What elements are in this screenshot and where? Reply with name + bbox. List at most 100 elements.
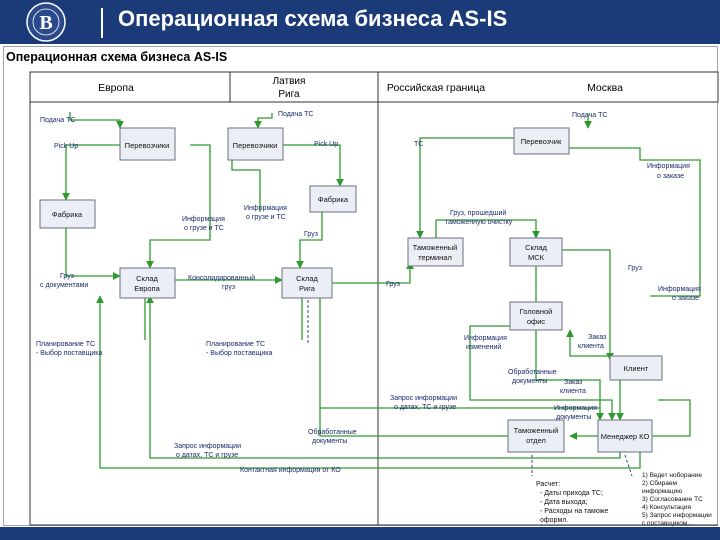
arrow-ko-loop [650, 399, 691, 437]
header-bar: B Операционная схема бизнеса AS-IS [0, 0, 720, 44]
arrow-cargo-info-eu [146, 144, 211, 269]
label-order-info-1: Информация [647, 163, 690, 170]
note-manager-line-2: 2) Сбираем [642, 479, 677, 487]
box-head-office-label-1: Головной [520, 307, 553, 316]
label-changes-info-2: изменений [466, 343, 501, 351]
arrow-processed-docs [535, 326, 604, 421]
label-docs-info-2: документы [556, 414, 591, 421]
label-request-info-b-2: о датах, ТС и грузе [176, 452, 238, 459]
label-pickup-eu: Pick Up [54, 143, 78, 150]
label-processed-docs-b-1: Обработанные [308, 428, 357, 436]
arrow-factory-to-wh-eu [65, 218, 121, 280]
flow-arrows [62, 112, 701, 469]
note-calc-line-1: Расчет: [536, 481, 560, 488]
box-forwarder-eu-label: Перевозчики [125, 141, 170, 150]
note-manager-line-6: 5) Запрос информации [642, 512, 712, 519]
label-client-order-2: клиента [578, 343, 604, 350]
box-carrier-msk-label: Перевозчик [521, 137, 562, 146]
label-cargo-lv: Груз [304, 231, 318, 238]
label-plan-lv-1: Планирование ТС [206, 341, 265, 348]
label-processed-docs-1: Обработанные [508, 368, 557, 376]
label-plan-eu-2: - Выбор поставщика [36, 349, 103, 357]
label-cargo-docs-2: с документами [40, 282, 88, 289]
label-processed-docs-b-2: документы [312, 438, 347, 445]
svg-text:B: B [39, 12, 52, 34]
page-title: Операционная схема бизнеса AS-IS [118, 6, 508, 31]
box-customs-terminal-label-1: Таможенный [413, 243, 458, 252]
column-border: Российская граница [387, 82, 485, 94]
box-forwarder-eu [119, 127, 176, 161]
label-tc-request-eu: Подача ТС [40, 117, 75, 124]
box-wh-msk-label-1: Склад [525, 243, 547, 252]
label-docs-info-1: Информация [554, 405, 597, 412]
box-wh-msk [509, 237, 563, 267]
diagram-title: Операционная схема бизнеса AS-IS [6, 50, 228, 64]
label-order-info-b-2: о заказе [672, 295, 699, 302]
university-logo: B [26, 2, 66, 42]
label-pickup-lv: Pick Up [314, 141, 338, 148]
box-wh-europe-label-2: Европа [134, 284, 160, 293]
box-wh-riga-label-2: Рига [299, 284, 316, 293]
header-divider [101, 8, 103, 38]
box-head-office-label-2: офис [527, 317, 546, 326]
box-customs-terminal-label-2: терминал [418, 253, 452, 262]
box-factory-lv-label: Фабрика [318, 195, 349, 204]
note-calc-line-4: - Расходы на таможе [540, 508, 608, 515]
arrow-contact-info [96, 295, 641, 469]
note-calc-line-3: - Дата выхода; [540, 499, 588, 506]
column-latvia: Латвия [273, 76, 306, 87]
arrow-pickup-lv [282, 144, 344, 187]
label-tc: ТС [414, 141, 423, 148]
box-customs-dept [507, 419, 565, 453]
label-cleared-2: таможенную очистку [445, 219, 513, 226]
note-manager-line-5: 4) Консультация [642, 504, 691, 511]
box-customs-terminal [407, 237, 464, 267]
column-header-band [29, 71, 719, 103]
label-cargo-info-lv-1: Информация [244, 205, 287, 212]
box-factory-eu [39, 199, 96, 229]
note-manager-line-1: 1) Ведет ноборание [642, 471, 702, 479]
arrow-tc-request-eu [69, 112, 124, 129]
column-europe: Европа [98, 82, 134, 94]
label-tc-request-lv: Подача ТС [278, 111, 313, 118]
label-order-info-b-1: Информация [658, 286, 701, 293]
column-moscow: Москва [587, 82, 623, 94]
arrow-msk-to-client [560, 249, 614, 361]
arrow-client-order [566, 329, 610, 357]
box-wh-riga [281, 267, 333, 299]
label-request-info-b-1: Запрос информации [174, 443, 241, 450]
label-changes-info-1: Информация [464, 335, 507, 342]
arrow-processed-docs-b [316, 289, 508, 437]
note-manager-line-3: информацию [642, 488, 682, 495]
label-cargo-border: Груз [386, 281, 400, 288]
label-cargo-info-lv-2: о грузе и ТС [246, 214, 286, 221]
box-customs-dept-label-1: Таможенный [514, 426, 559, 435]
label-contact-info: Контактная информация от КО [240, 467, 341, 474]
label-plan-lv-2: - Выбор поставщика [206, 349, 273, 357]
note-calc-line-2: - Даты прихода ТС; [540, 490, 603, 497]
dashed-links [307, 300, 633, 477]
arrow-changes-info [469, 325, 616, 421]
arrow-cargo-lv [296, 208, 323, 269]
label-consolidated-2: груз [222, 284, 235, 291]
label-cargo-docs-1: Груз [60, 273, 74, 280]
label-client-order-b-1: Заказ [564, 379, 582, 386]
label-request-info-1: Запрос информации [390, 395, 457, 402]
arrow-riga-to-customs [330, 261, 414, 284]
box-ko-manager [597, 419, 653, 453]
label-consolidated-1: Консолидированный [188, 274, 255, 282]
box-carrier-msk [513, 127, 570, 155]
box-customs-dept-label-2: отдел [526, 436, 546, 445]
label-cargo-msk: Груз [628, 265, 642, 272]
label-client-order-b-2: клиента [560, 388, 586, 395]
note-manager-line-4: 3) Согласование ТС [642, 496, 703, 503]
box-client [609, 355, 663, 381]
label-cargo-info-eu-2: о грузе и ТС [184, 225, 224, 232]
column-riga: Рига [278, 89, 300, 100]
label-plan-eu-1: Планирование ТС [36, 341, 95, 348]
box-wh-europe-label-1: Склад [136, 274, 158, 283]
arrow-cleared-cargo [435, 219, 540, 239]
box-wh-europe [119, 267, 176, 299]
label-cleared-1: Груз, прошедший [450, 209, 506, 217]
